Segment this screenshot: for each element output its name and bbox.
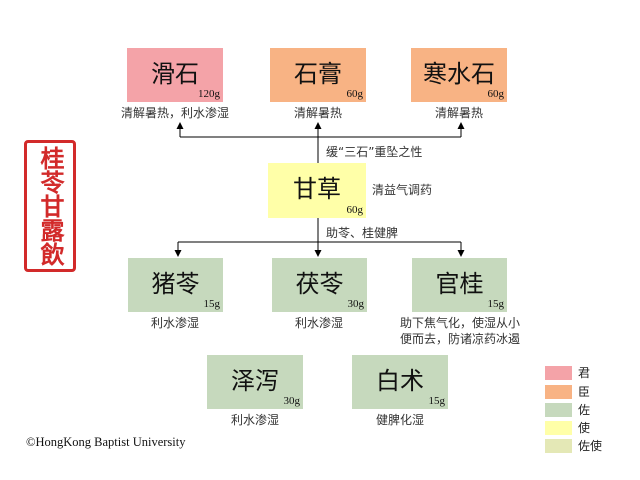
herb-effect-zhuling: 利水渗湿 <box>150 316 199 330</box>
herb-effect-guangui-line1: 助下焦气化，使湿从小 <box>399 316 520 330</box>
herb-name: 茯苓 <box>295 270 344 298</box>
arrowhead-up-hanshuishi <box>457 122 465 129</box>
herb-box-guangui: 官桂 15g <box>412 258 507 312</box>
herb-name: 白术 <box>376 367 424 395</box>
herb-effect-fuling: 利水渗湿 <box>294 316 343 330</box>
herb-dose: 60g <box>487 88 505 100</box>
arrowhead-down-zhuling <box>174 250 182 257</box>
legend-swatch-shi <box>545 421 572 435</box>
herb-name: 泽泻 <box>231 367 279 395</box>
herb-effect-baizhu: 健脾化湿 <box>375 413 424 427</box>
herb-effect-gancao: 清益气调药 <box>372 183 433 197</box>
herb-box-gancao: 甘草 60g <box>268 163 366 218</box>
herb-effect-hanshuishi: 清解暑热 <box>434 106 483 120</box>
herb-name: 滑石 <box>151 60 199 88</box>
herb-name: 官桂 <box>435 270 484 298</box>
herb-box-fuling: 茯苓 30g <box>272 258 367 312</box>
arrowhead-down-fuling <box>314 250 322 257</box>
herb-box-zhuling: 猪苓 15g <box>128 258 223 312</box>
formula-seal: 桂苓甘露飲 <box>24 140 76 272</box>
herb-dose: 30g <box>347 298 365 310</box>
herb-effect-huashi: 清解暑热，利水渗湿 <box>120 106 229 120</box>
legend-swatch-chen <box>545 385 572 399</box>
herb-dose: 30g <box>283 395 301 407</box>
legend-label-shi: 使 <box>578 421 591 435</box>
herb-box-baizhu: 白术 15g <box>352 355 448 409</box>
herb-box-huashi: 滑石 120g <box>127 48 223 102</box>
annotation-moderate-three-stones: 缓“三石”重坠之性 <box>326 145 423 159</box>
seal-text: 桂苓甘露飲 <box>36 146 65 266</box>
annotation-assist-ling-gui: 助苓、桂健脾 <box>326 226 399 240</box>
herb-dose: 15g <box>428 395 446 407</box>
herb-name: 甘草 <box>293 175 341 203</box>
herb-effect-guangui-line2: 便而去，防诸凉药冰遏 <box>399 332 520 346</box>
legend-swatch-zuo <box>545 403 572 417</box>
herb-effect-zexie: 利水渗湿 <box>230 413 279 427</box>
herb-dose: 60g <box>346 204 364 216</box>
herb-name: 猪苓 <box>151 270 200 298</box>
herb-box-hanshuishi: 寒水石 60g <box>411 48 507 102</box>
herb-dose: 120g <box>198 88 220 100</box>
copyright-text: ©HongKong Baptist University <box>26 435 186 449</box>
herb-name: 石膏 <box>294 60 342 88</box>
herb-box-shigao: 石膏 60g <box>270 48 366 102</box>
herb-dose: 15g <box>487 298 505 310</box>
legend-label-jun: 君 <box>578 366 591 380</box>
herb-box-zexie: 泽泻 30g <box>207 355 303 409</box>
legend-label-zuo: 佐 <box>578 403 591 417</box>
legend-label-zuoshi: 佐使 <box>578 439 603 453</box>
herb-dose: 60g <box>346 88 364 100</box>
herb-name: 寒水石 <box>423 60 495 88</box>
arrowhead-up-huashi <box>176 122 184 129</box>
herb-effect-shigao: 清解暑热 <box>293 106 342 120</box>
arrowhead-down-guangui <box>457 250 465 257</box>
legend-swatch-jun <box>545 366 572 380</box>
legend-swatch-zuoshi <box>545 439 572 453</box>
arrowhead-up-shigao <box>314 122 322 129</box>
herb-dose: 15g <box>203 298 221 310</box>
legend-label-chen: 臣 <box>578 385 591 399</box>
